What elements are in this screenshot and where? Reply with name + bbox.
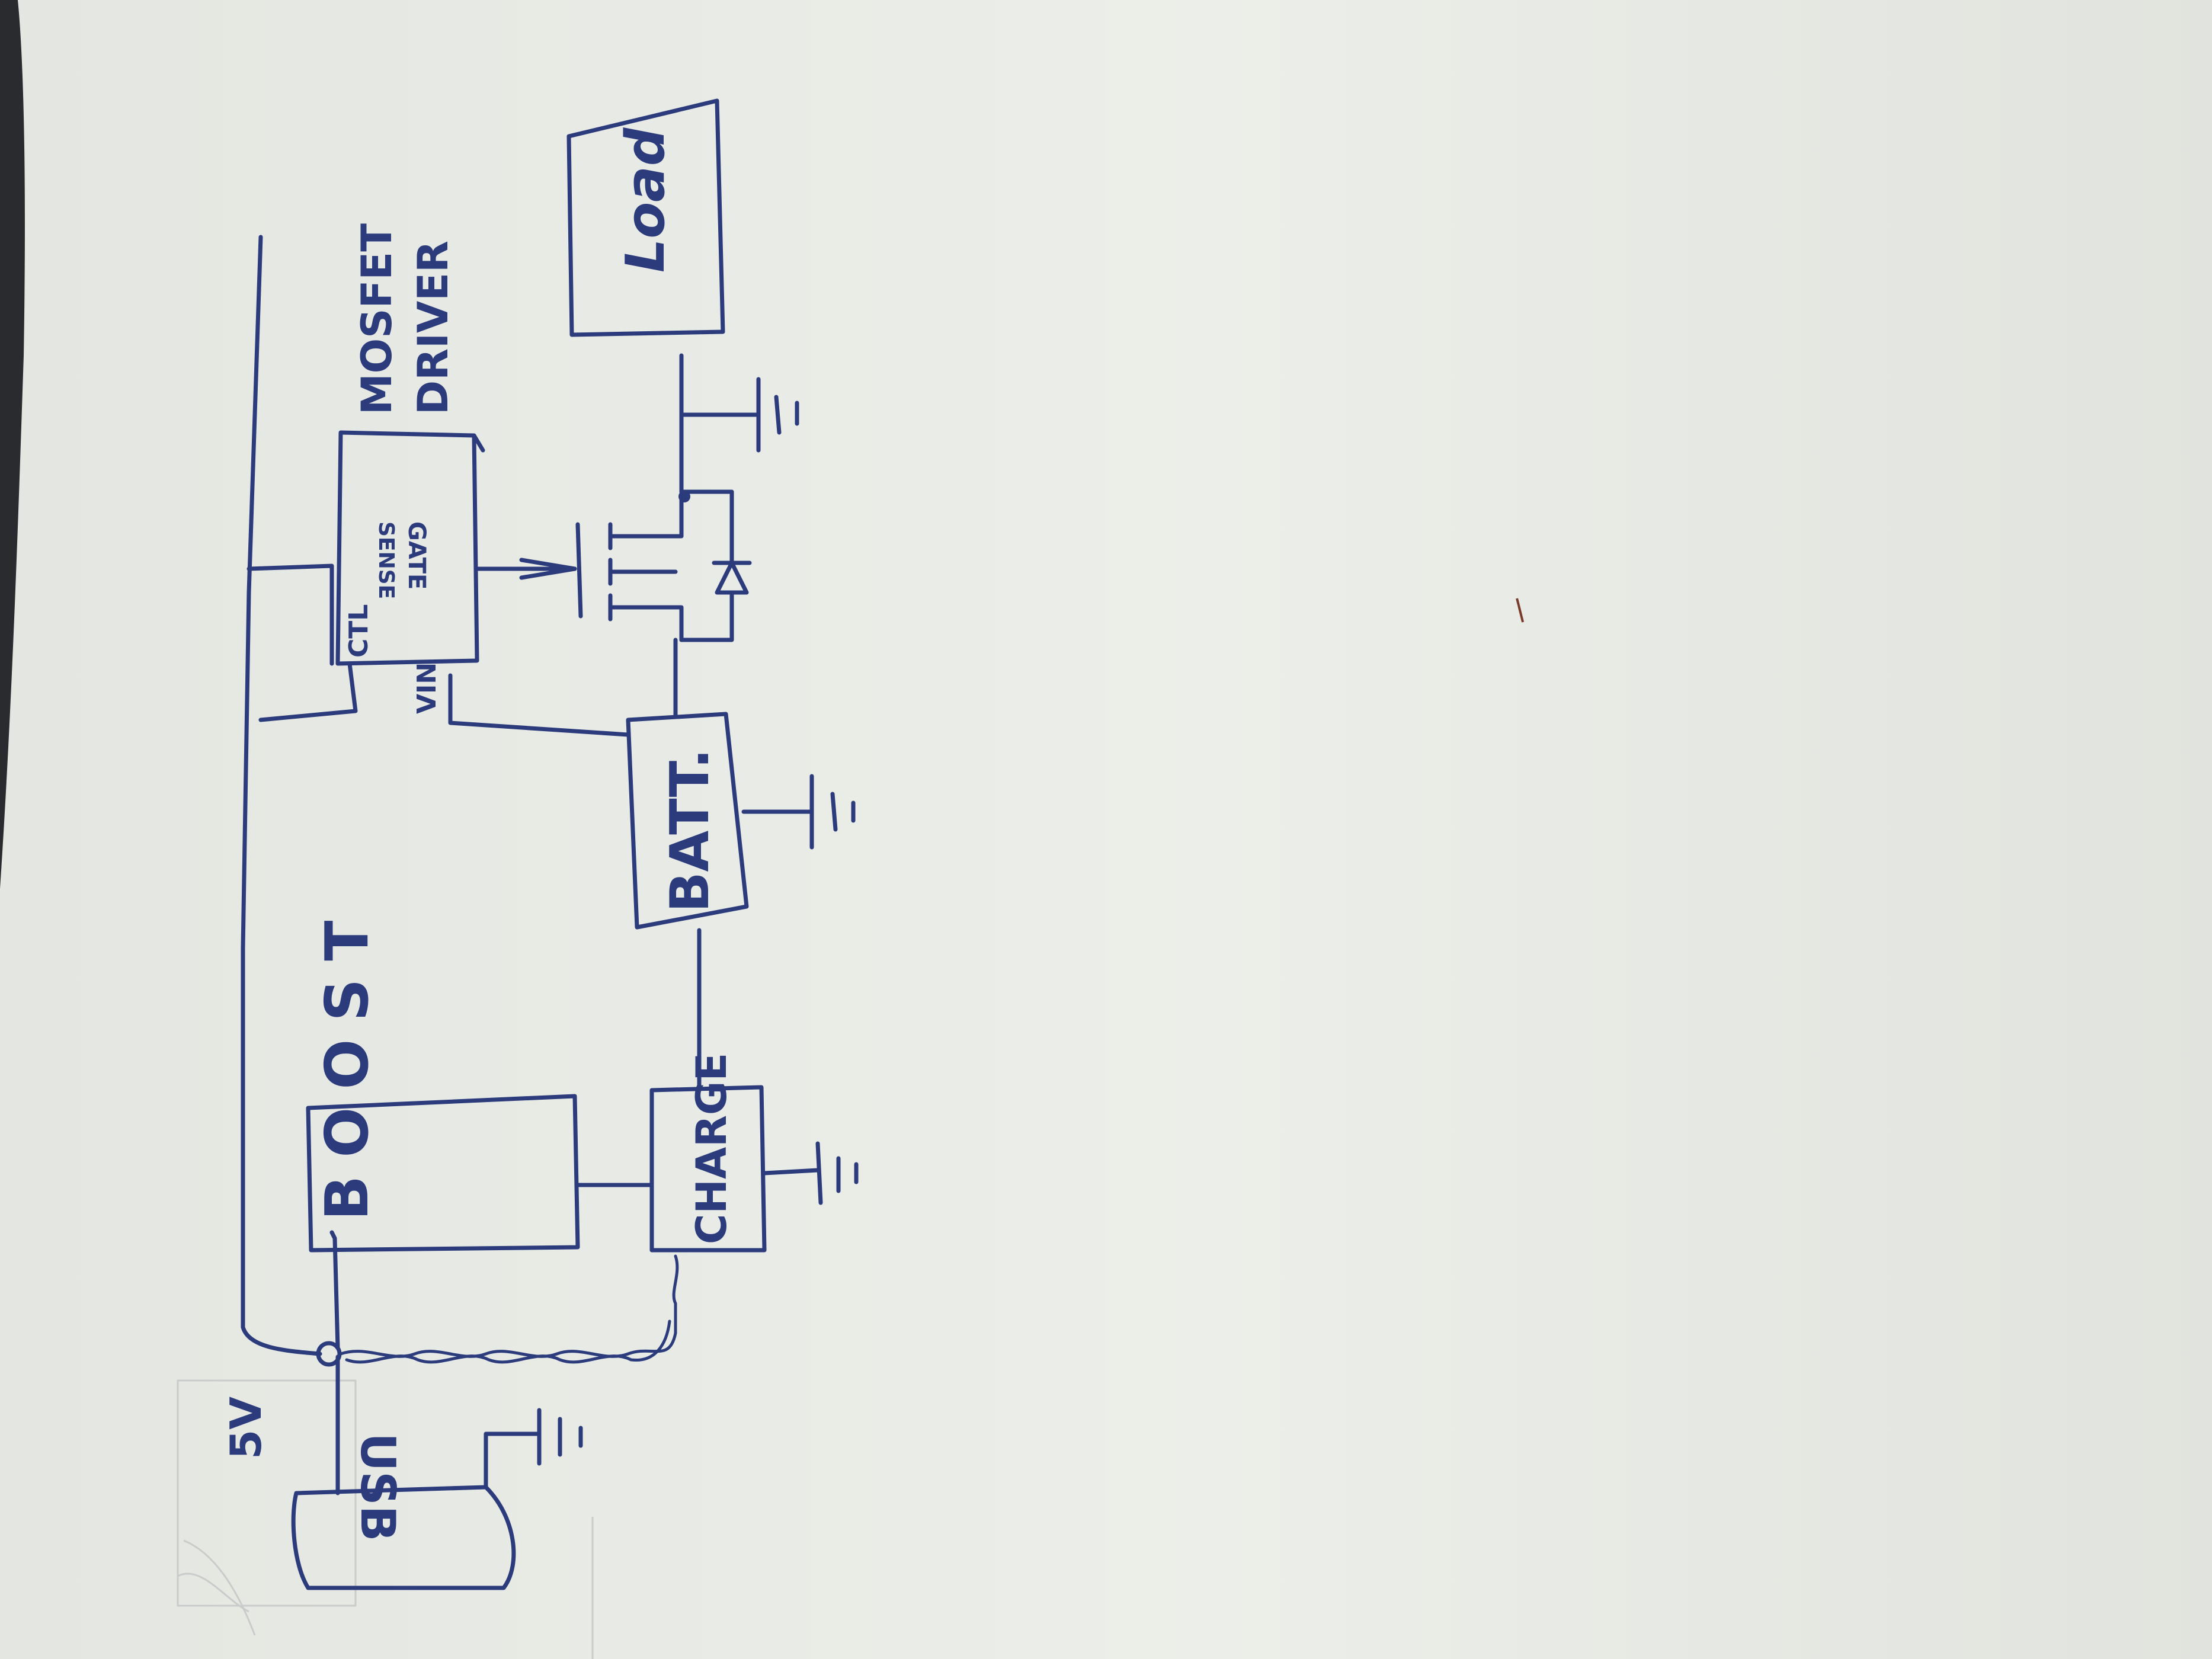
diagram-labels: USB 5V BOOST CHARGE BATT. MOSFET DRIVER … [221, 127, 736, 1542]
circuit-diagram [241, 98, 1524, 1590]
usb-ground-symbol [484, 1408, 583, 1490]
mosfet-driver-title-line1: MOSFET [353, 223, 401, 415]
pin-vin-label: VIN [412, 662, 442, 714]
boost-block [306, 1094, 580, 1253]
pin-gate-label: GATE [403, 521, 430, 590]
load-block [566, 98, 725, 337]
mosfet-symbol [575, 489, 752, 642]
pin-sense-label: SENSE [374, 521, 398, 599]
supply-voltage-label: 5V [221, 1397, 271, 1459]
wire-battery-to-vin [448, 673, 630, 737]
battery-block [626, 712, 749, 930]
mosfet-driver-title-line2: DRIVER [409, 241, 457, 415]
stray-pen-mark [1516, 598, 1524, 623]
wire-5v-to-boost [329, 1230, 340, 1350]
usb-label: USB [350, 1433, 405, 1542]
wire-5v-rail [241, 235, 322, 1356]
charge-label: CHARGE [687, 1053, 736, 1244]
charge-block [649, 1085, 767, 1253]
battery-label: BATT. [659, 748, 721, 912]
load-ground-symbol [679, 377, 799, 453]
load-label: Load [614, 127, 677, 273]
charge-ground-symbol [762, 1141, 859, 1205]
boost-label: BOOST [312, 903, 382, 1221]
pin-ctl-label: CTL [344, 604, 374, 658]
wire-rail-to-ctl [247, 563, 334, 666]
mosfet-driver-block [335, 430, 479, 666]
wire-twisted-to-charge [339, 1254, 679, 1358]
battery-ground-symbol [741, 774, 856, 850]
usb-block [291, 1485, 516, 1590]
